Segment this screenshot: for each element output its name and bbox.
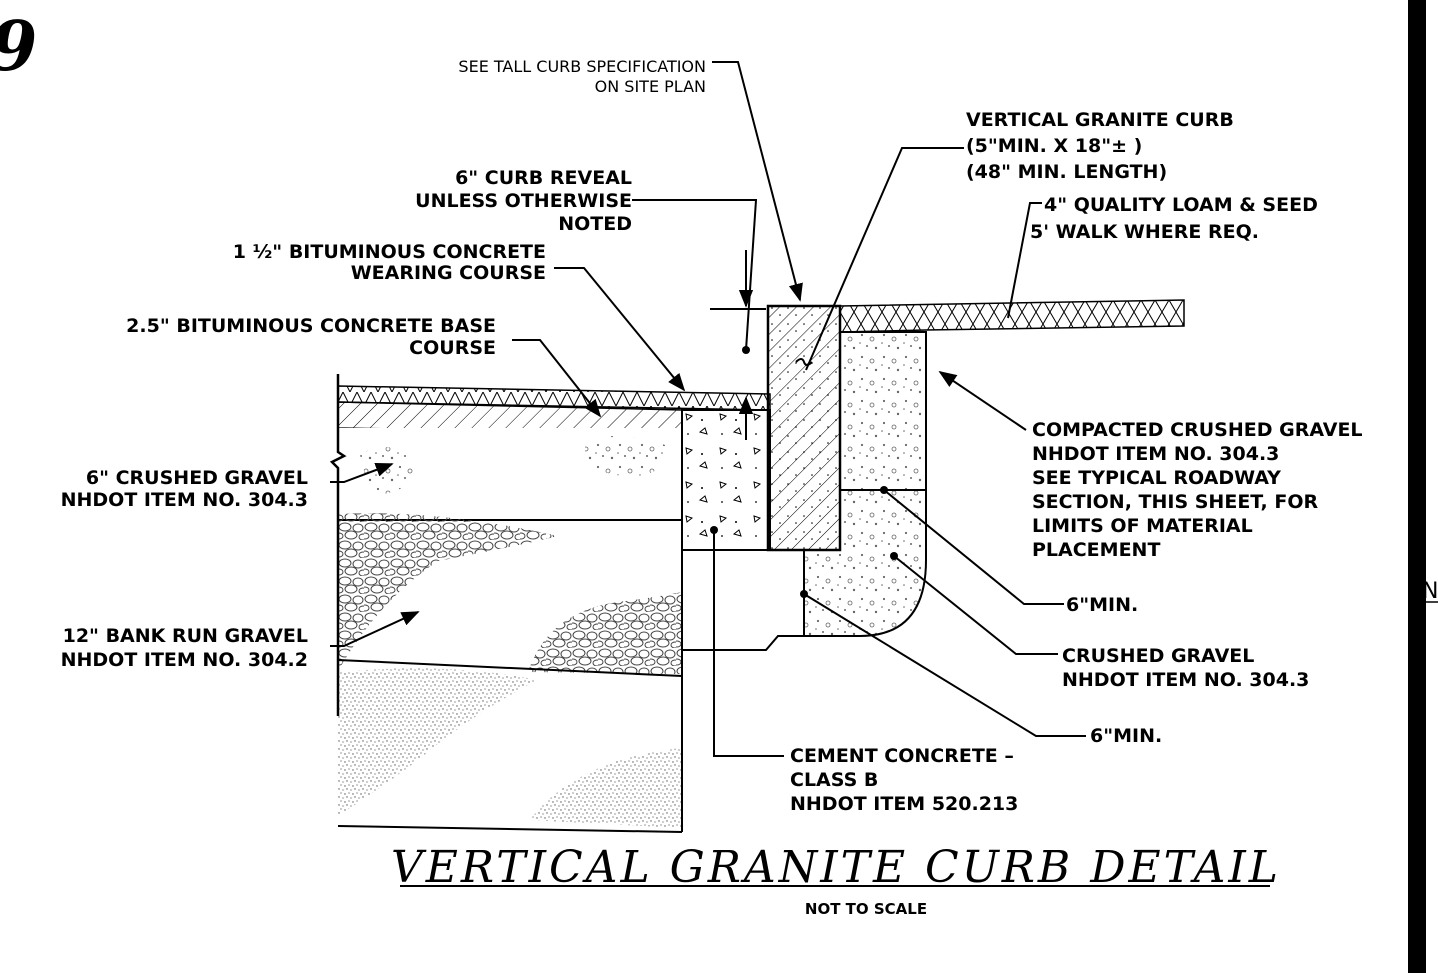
cement-concrete-block: [681, 409, 771, 551]
detail-number: 9: [0, 7, 37, 87]
detail-subtitle: NOT TO SCALE: [805, 900, 927, 918]
svg-text:(5"MIN. X 18"± ): (5"MIN. X 18"± ): [966, 135, 1142, 157]
svg-text:CEMENT CONCRETE –: CEMENT CONCRETE –: [790, 745, 1014, 767]
svg-text:CRUSHED GRAVEL: CRUSHED GRAVEL: [1062, 645, 1254, 667]
label-six-min-1: 6"MIN.: [1066, 594, 1138, 616]
svg-text:NOTED: NOTED: [558, 213, 632, 235]
loam-seed-strip: [839, 299, 1185, 333]
label-compacted-gravel: COMPACTED CRUSHED GRAVEL NHDOT ITEM NO. …: [1032, 419, 1363, 561]
bank-run-gravel-layer: [338, 513, 558, 671]
svg-text:PLACEMENT: PLACEMENT: [1032, 539, 1160, 561]
svg-text:6" CURB REVEAL: 6" CURB REVEAL: [455, 167, 632, 189]
subgrade-layer: [338, 668, 538, 816]
svg-text:NHDOT ITEM 520.213: NHDOT ITEM 520.213: [790, 793, 1018, 815]
detail-title: VERTICAL GRANITE CURB DETAIL: [391, 842, 1281, 893]
svg-text:NHDOT ITEM NO. 304.2: NHDOT ITEM NO. 304.2: [61, 649, 308, 671]
svg-text:LIMITS OF MATERIAL: LIMITS OF MATERIAL: [1032, 515, 1253, 537]
svg-text:COMPACTED CRUSHED GRAVEL: COMPACTED CRUSHED GRAVEL: [1032, 419, 1363, 441]
label-cement-concrete: CEMENT CONCRETE – CLASS B NHDOT ITEM 520…: [790, 745, 1018, 815]
compacted-gravel-zone: [839, 331, 927, 491]
svg-text:CLASS B: CLASS B: [790, 769, 878, 791]
svg-text:UNLESS OTHERWISE: UNLESS OTHERWISE: [415, 190, 632, 212]
svg-text:1 ½" BITUMINOUS CONCRETE: 1 ½" BITUMINOUS CONCRETE: [233, 241, 546, 263]
svg-text:SECTION, THIS SHEET, FOR: SECTION, THIS SHEET, FOR: [1032, 491, 1319, 513]
svg-text:12" BANK RUN GRAVEL: 12" BANK RUN GRAVEL: [63, 625, 308, 647]
label-base-course: 2.5" BITUMINOUS CONCRETE BASE COURSE: [126, 315, 496, 359]
svg-text:COURSE: COURSE: [409, 337, 496, 359]
label-bank-run: 12" BANK RUN GRAVEL NHDOT ITEM NO. 304.2: [61, 625, 308, 671]
svg-text:(48" MIN. LENGTH): (48" MIN. LENGTH): [966, 161, 1167, 183]
svg-text:6" CRUSHED GRAVEL: 6" CRUSHED GRAVEL: [86, 467, 308, 489]
label-loam-seed: 4" QUALITY LOAM & SEED 5' WALK WHERE REQ…: [1030, 194, 1318, 243]
svg-text:5' WALK WHERE REQ.: 5' WALK WHERE REQ.: [1030, 221, 1259, 243]
svg-text:VERTICAL GRANITE CURB: VERTICAL GRANITE CURB: [966, 109, 1234, 131]
svg-text:SEE TYPICAL ROADWAY: SEE TYPICAL ROADWAY: [1032, 467, 1281, 489]
label-tall-curb: SEE TALL CURB SPECIFICATION ON SITE PLAN: [458, 57, 706, 96]
label-vertical-granite-curb: VERTICAL GRANITE CURB (5"MIN. X 18"± ) (…: [966, 109, 1234, 183]
svg-text:NHDOT ITEM NO. 304.3: NHDOT ITEM NO. 304.3: [1032, 443, 1279, 465]
svg-text:SEE TALL CURB SPECIFICATION: SEE TALL CURB SPECIFICATION: [458, 57, 706, 76]
svg-text:ON SITE PLAN: ON SITE PLAN: [595, 77, 706, 96]
label-crushed-gravel-6: 6" CRUSHED GRAVEL NHDOT ITEM NO. 304.3: [61, 467, 308, 511]
right-edge-letter: N: [1422, 579, 1438, 604]
svg-text:WEARING COURSE: WEARING COURSE: [351, 262, 546, 284]
label-curb-reveal: 6" CURB REVEAL UNLESS OTHERWISE NOTED: [415, 167, 632, 235]
label-six-min-2: 6"MIN.: [1090, 725, 1162, 747]
label-wearing-course: 1 ½" BITUMINOUS CONCRETE WEARING COURSE: [233, 241, 546, 284]
svg-text:2.5" BITUMINOUS CONCRETE BASE: 2.5" BITUMINOUS CONCRETE BASE: [126, 315, 496, 337]
svg-text:4" QUALITY LOAM & SEED: 4" QUALITY LOAM & SEED: [1044, 194, 1318, 216]
crushed-gravel-zone: [803, 489, 927, 637]
svg-text:NHDOT ITEM NO. 304.3: NHDOT ITEM NO. 304.3: [1062, 669, 1309, 691]
svg-text:NHDOT ITEM NO. 304.3: NHDOT ITEM NO. 304.3: [61, 489, 308, 511]
label-crushed-gravel: CRUSHED GRAVEL NHDOT ITEM NO. 304.3: [1062, 645, 1309, 691]
